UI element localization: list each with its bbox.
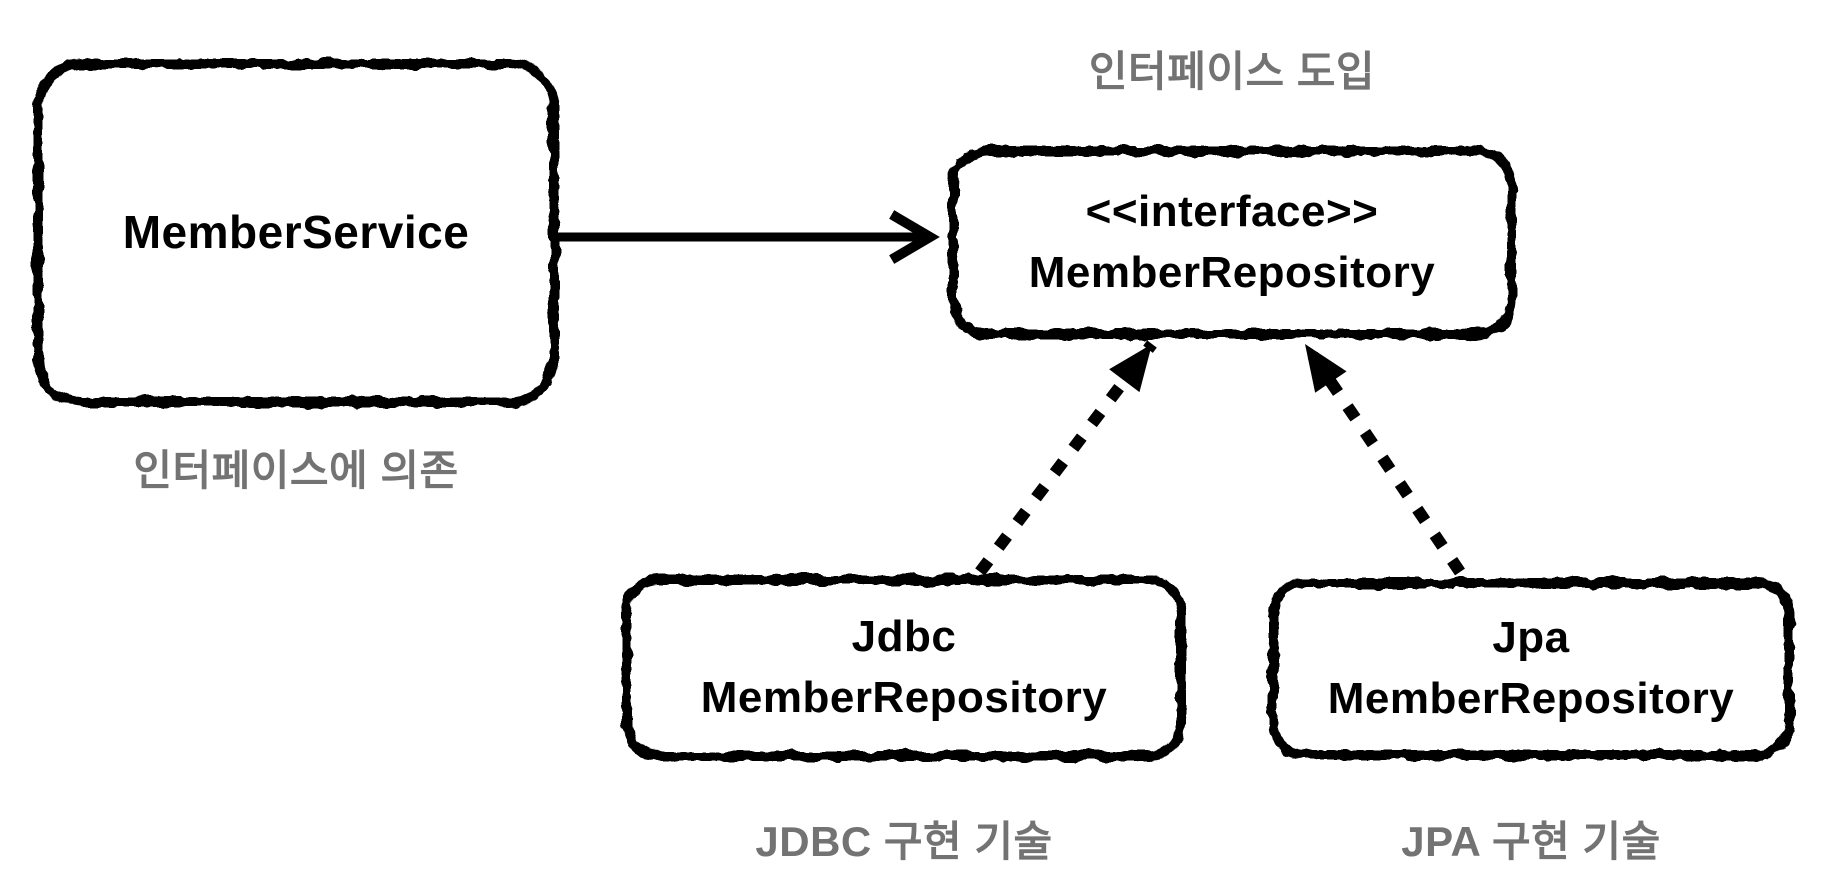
- jdbc-member-repository-label: Jdbc MemberRepository: [627, 580, 1181, 756]
- annotation-introduce-interface: 인터페이스 도입: [1088, 48, 1376, 95]
- interface-stereotype-text: <<interface>>: [1085, 186, 1379, 236]
- annotation-jpa-tech: JPA 구현 기술: [1401, 818, 1661, 865]
- jdbc-implements-arrow: [975, 340, 1157, 576]
- jpa-implements-arrow: [1300, 340, 1465, 576]
- member-repository-interface-box: [948, 146, 1516, 339]
- jdbc-line1-text: Jdbc: [851, 612, 957, 662]
- annotation-jdbc-tech: JDBC 구현 기술: [755, 818, 1053, 865]
- annotation-depends-on-interface: 인터페이스에 의존: [133, 447, 459, 494]
- jdbc-line2-text: MemberRepository: [700, 673, 1108, 722]
- member-repository-text: MemberRepository: [1028, 247, 1436, 297]
- jpa-line2-text: MemberRepository: [1327, 674, 1735, 723]
- member-service-box: [33, 59, 559, 407]
- jdbc-member-repository-box: [622, 575, 1186, 761]
- member-service-text: MemberService: [122, 206, 470, 259]
- member-repository-interface-label: <<interface>> MemberRepository: [953, 151, 1511, 334]
- member-service-label: MemberService: [38, 64, 554, 402]
- jpa-member-repository-label: Jpa MemberRepository: [1273, 583, 1789, 755]
- jpa-line1-text: Jpa: [1492, 613, 1570, 663]
- jpa-member-repository-box: [1268, 578, 1794, 760]
